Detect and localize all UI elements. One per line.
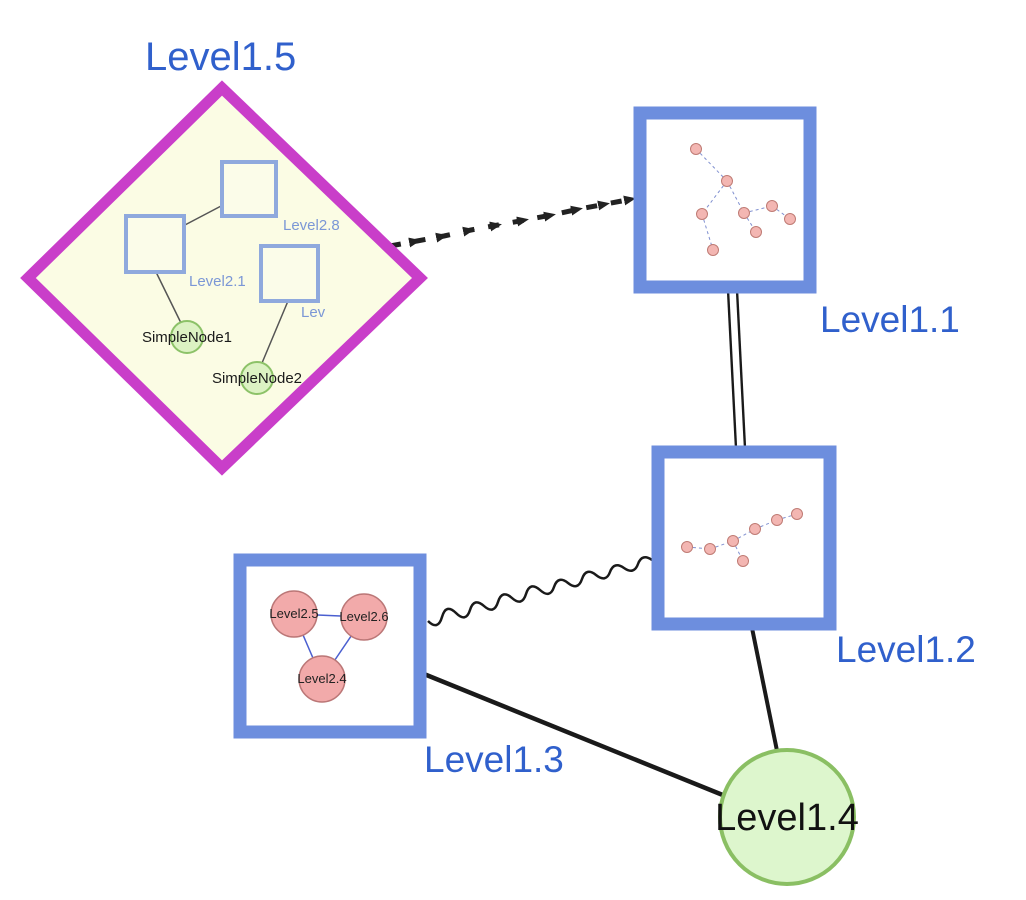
- edge-level1-3-level1-2[interactable]: [427, 556, 653, 627]
- diamond-node-level1-5[interactable]: [20, 80, 428, 476]
- inner-square-level2-1[interactable]: [124, 214, 186, 274]
- box-node-level1-3[interactable]: [233, 553, 427, 739]
- mini-node[interactable]: [737, 555, 749, 567]
- node-level1-1: [633, 106, 817, 294]
- inner-square-label-lev: Lev: [301, 304, 326, 321]
- edge-level1-3-level1-4[interactable]: [423, 671, 741, 805]
- label-level1-3: Level1.3: [424, 739, 564, 780]
- node-level1-2: [651, 445, 837, 631]
- inner-circle-label-level2-5: Level2.5: [269, 606, 318, 621]
- inner-circle-level2-5[interactable]: [270, 590, 318, 638]
- inner-circle-level2-6[interactable]: [340, 593, 388, 641]
- mini-graph-level1-2: [681, 508, 803, 567]
- mini-node[interactable]: [791, 508, 803, 520]
- inner-circle-label-level2-6: Level2.6: [339, 609, 388, 624]
- box-node-level1-1[interactable]: [633, 106, 817, 294]
- mini-node[interactable]: [721, 175, 733, 187]
- mini-node[interactable]: [704, 543, 716, 555]
- inner-square-label-level2-1: Level2.1: [189, 273, 246, 290]
- inner-circle-level2-4[interactable]: [298, 655, 346, 703]
- mini-node[interactable]: [707, 244, 719, 256]
- label-level1-5: Level1.5: [145, 35, 296, 79]
- simple-node-1[interactable]: [170, 320, 204, 354]
- group-edge-lev-simplenode2: [261, 300, 289, 364]
- mini-node[interactable]: [696, 208, 708, 220]
- circle-node-level1-4[interactable]: [718, 748, 856, 886]
- inner-square-level2-8[interactable]: [220, 160, 278, 218]
- mini-node[interactable]: [681, 541, 693, 553]
- node-level1-4: Level1.4: [715, 748, 859, 886]
- node-level1-3-group: Level2.5 Level2.6 Level2.4: [233, 553, 427, 739]
- mini-node[interactable]: [766, 200, 778, 212]
- edge-level1-5-to-level1-1[interactable]: [389, 195, 636, 249]
- inner-square-lev[interactable]: [259, 244, 320, 303]
- mini-graph-level1-1: [690, 143, 796, 256]
- group-edge-level2-1-level2-8: [182, 204, 224, 227]
- mini-node[interactable]: [727, 535, 739, 547]
- simple-node-1-label: SimpleNode1: [142, 329, 232, 346]
- label-level1-4: Level1.4: [715, 797, 859, 839]
- mini-node[interactable]: [690, 143, 702, 155]
- label-level1-2: Level1.2: [836, 629, 976, 670]
- simple-node-2[interactable]: [240, 361, 274, 395]
- box-node-level1-2[interactable]: [651, 445, 837, 631]
- mini-node[interactable]: [750, 226, 762, 238]
- mini-node[interactable]: [738, 207, 750, 219]
- mini-node[interactable]: [784, 213, 796, 225]
- node-level1-5-group: Level2.8 Level2.1 Lev SimpleNode1 Simple…: [20, 80, 428, 476]
- inner-square-label-level2-8: Level2.8: [283, 217, 340, 234]
- group-edge-level2-1-simplenode1: [155, 271, 182, 324]
- label-level1-1: Level1.1: [820, 299, 960, 340]
- inner-circle-label-level2-4: Level2.4: [297, 671, 346, 686]
- mini-node[interactable]: [749, 523, 761, 535]
- mini-node[interactable]: [771, 514, 783, 526]
- simple-node-2-label: SimpleNode2: [212, 370, 302, 387]
- edge-level1-1-level1-2[interactable]: [726, 289, 747, 449]
